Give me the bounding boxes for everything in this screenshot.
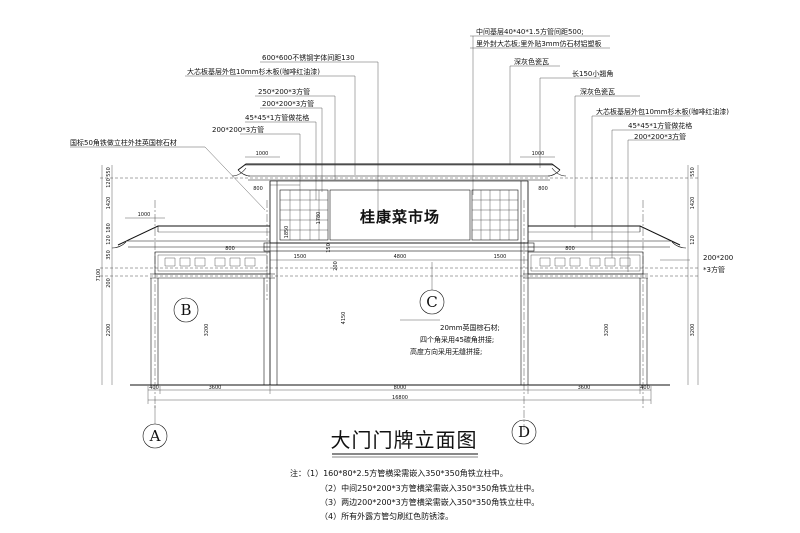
grid-label-c: C	[426, 293, 437, 311]
grid-bubbles: A B C D	[142, 262, 537, 449]
dim-mid-2: 1500	[494, 254, 507, 260]
vdim-r-2: 120	[690, 235, 696, 245]
callout-9: 大芯板基层外包10mm杉木板(咖啡红油漆)	[596, 107, 729, 116]
callout-5: 长150小翘角	[572, 69, 613, 78]
stone-note-2: 高度方向采用无缝拼接;	[410, 347, 482, 356]
vdim-c-4: 4150	[341, 312, 347, 325]
callout-12: 200*200*3方管	[212, 125, 264, 134]
sign-text: 桂康菜市场	[359, 208, 440, 226]
sign-board: 桂康菜市场	[329, 189, 471, 241]
right-callout-1: *3方管	[703, 265, 725, 274]
callout-10: 45*45*1方管做花格	[245, 113, 309, 122]
callout-1: 里外封大芯板;里外贴3mm仿石材铝塑板	[476, 39, 601, 48]
grid-label-b: B	[180, 301, 191, 319]
callout-4: 大芯板基层外包10mm杉木板(咖啡红油漆)	[187, 67, 320, 76]
note-2: （3）两边200*200*3方管横梁需嵌入350*350角铁立柱中。	[320, 497, 539, 507]
callout-14: 国标50角铁做立柱外挂英国棕石材	[70, 138, 177, 147]
callout-8: 200*200*3方管	[262, 99, 314, 108]
dimensions-vertical-right: 550 1420 120 3200	[687, 165, 699, 385]
vdim-c-5: 3200	[604, 324, 610, 337]
drawing-title: 大门门牌立面图	[331, 428, 478, 458]
vdim-r-1: 1420	[690, 197, 696, 210]
grid-label-d: D	[518, 423, 530, 441]
stone-note-0: 20mm英国棕石材;	[440, 323, 500, 332]
dimensions-vertical-left: 550 120 1420 180 120 350 200 2200 7100 3…	[96, 165, 210, 385]
dim-side-1: 800	[538, 186, 548, 192]
dim-side-2: 800	[225, 246, 235, 252]
stone-note-1: 四个角采用45碳角拼接;	[420, 335, 494, 344]
vdim-l-5: 350	[106, 250, 112, 260]
left-wing-columns	[150, 200, 271, 410]
note-1: （2）中间250*200*3方管横梁需嵌入350*350角铁立柱中。	[320, 483, 539, 493]
dimensions-top: 1000 1000 1000 800 800 800 800	[125, 151, 575, 252]
central-lattice-left	[279, 189, 329, 241]
dim-mid-0: 1500	[294, 254, 307, 260]
central-roof	[231, 163, 567, 181]
vdim-c-1: 150	[326, 243, 332, 253]
right-wing-roof	[528, 225, 687, 249]
right-callout-0: 200*200	[703, 254, 733, 262]
vdim-l-9: 3200	[204, 324, 210, 337]
note-3: （4）所有外露方管匀刷红色防锈漆。	[320, 511, 453, 521]
vdim-r-3: 3200	[690, 324, 696, 337]
right-wing-lattice	[523, 251, 648, 279]
dim-mid-1: 4800	[394, 254, 407, 260]
left-wing-lattice	[150, 251, 275, 279]
dim-side-3: 800	[565, 246, 575, 252]
vdim-l-3: 180	[106, 223, 112, 233]
vdim-l-7: 2200	[106, 324, 112, 337]
dim-top-0: 1000	[256, 151, 269, 157]
stone-note: 20mm英国棕石材; 四个角采用45碳角拼接; 高度方向采用无缝拼接;	[410, 323, 500, 356]
vdim-c-3: 1850	[284, 226, 290, 239]
left-wing-roof	[111, 225, 270, 249]
grid-label-a: A	[149, 427, 161, 445]
callout-11: 45*45*1方管做花格	[628, 121, 692, 130]
ground-line	[100, 177, 700, 386]
central-lattice-right	[471, 189, 519, 241]
dim-side-0: 800	[253, 186, 263, 192]
callout-3: 深灰色瓷瓦	[514, 57, 549, 66]
callout-6: 250*200*3方管	[258, 87, 310, 96]
vdim-l-2: 1420	[106, 197, 112, 210]
vdim-c-2: 200	[333, 261, 339, 271]
vdim-l-0: 550	[106, 167, 112, 177]
dimensions-vertical-center: 1780 150 200 1850 4150 3200	[284, 212, 610, 337]
dim-bottom-2: 8000	[394, 385, 407, 391]
vdim-l-8: 7100	[96, 269, 102, 282]
dim-top-1: 1000	[532, 151, 545, 157]
vdim-c-0: 1780	[316, 212, 322, 225]
vdim-r-0: 550	[690, 167, 696, 177]
dim-top-2: 1000	[138, 212, 151, 218]
dimensions-bottom: 400 3600 8000 3600 400 16800	[147, 385, 652, 404]
vdim-l-1: 120	[106, 178, 112, 188]
dim-bottom-4: 400	[640, 385, 650, 391]
title-text: 大门门牌立面图	[331, 428, 478, 452]
dimensions-mid: 1500 4800 1500	[270, 254, 528, 261]
note-0: 注：（1）160*80*2.5方管横梁需嵌入350*350角铁立柱中。	[290, 468, 508, 478]
dim-bottom-0: 400	[149, 385, 159, 391]
callout-2: 600*600不锈钢字体间距130	[262, 53, 355, 62]
dim-total: 16800	[392, 395, 408, 401]
callout-13: 200*200*3方管	[634, 132, 686, 141]
callout-7: 深灰色瓷瓦	[580, 87, 615, 96]
callout-0: 中间基层40*40*1.5方管间距500;	[476, 27, 584, 36]
notes: 注：（1）160*80*2.5方管横梁需嵌入350*350角铁立柱中。 （2）中…	[290, 468, 539, 521]
callout-leaders	[70, 35, 690, 321]
right-wing-columns	[523, 200, 648, 430]
dim-bottom-3: 3600	[578, 385, 591, 391]
vdim-l-6: 200	[106, 278, 112, 288]
dim-bottom-1: 3600	[209, 385, 222, 391]
callout-labels: 中间基层40*40*1.5方管间距500; 里外封大芯板;里外贴3mm仿石材铝塑…	[70, 27, 733, 274]
vdim-l-4: 120	[106, 235, 112, 245]
